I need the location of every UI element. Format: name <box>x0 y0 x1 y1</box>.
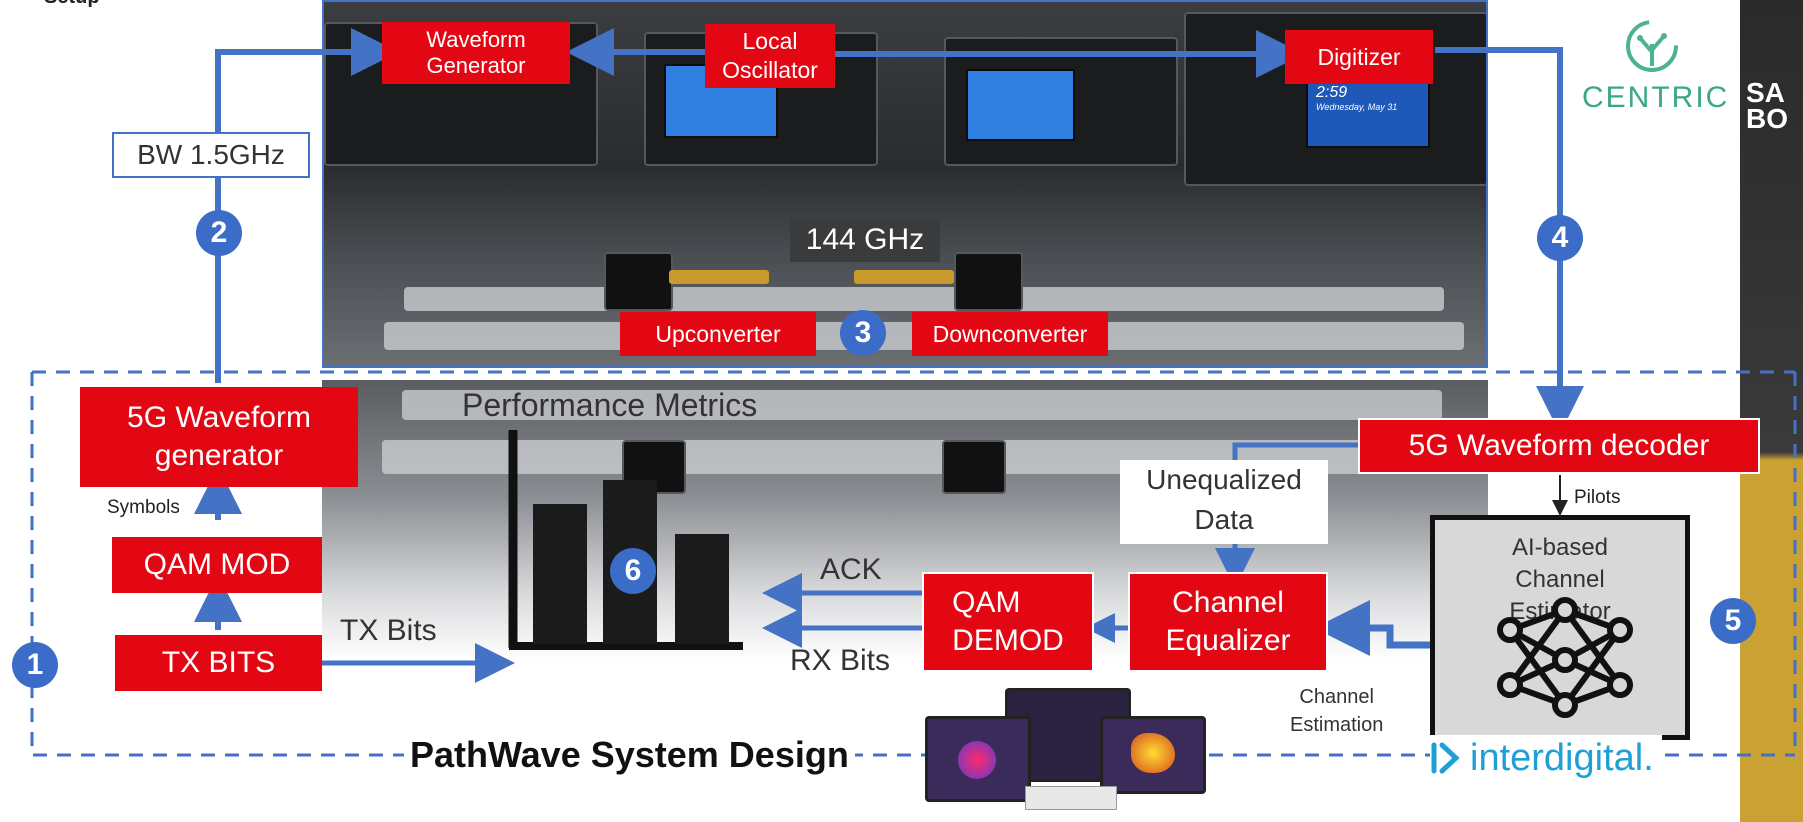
upconverter-label: Upconverter <box>620 312 816 356</box>
partner-logo-partial: SA BO <box>1740 0 1803 822</box>
interdigital-logo: interdigital. <box>1430 735 1662 781</box>
system-boundary <box>30 370 1795 757</box>
corner-title: Setup <box>44 0 100 9</box>
tx-bits-label: TX Bits <box>340 614 437 647</box>
digitizer-label: Digitizer <box>1285 30 1433 84</box>
pathwave-system-design-title: PathWave System Design <box>404 734 855 776</box>
qam-demod-box: QAM DEMOD <box>922 572 1094 672</box>
step-6-badge: 6 <box>610 548 656 594</box>
rx-bits-label: RX Bits <box>790 644 891 677</box>
downconverter-label: Downconverter <box>912 312 1108 356</box>
channel-equalizer-box: Channel Equalizer <box>1128 572 1328 672</box>
5g-waveform-generator-box: 5G Waveform generator <box>80 387 358 487</box>
frequency-label: 144 GHz <box>790 218 940 262</box>
digitizer-screen-date: Wednesday, May 31 <box>1316 102 1398 112</box>
performance-metrics-title: Performance Metrics <box>462 387 758 423</box>
qam-mod-box: QAM MOD <box>112 537 322 593</box>
unequalized-data-label: Unequalized Data <box>1120 460 1328 544</box>
interdigital-mark-icon <box>1431 742 1460 774</box>
centric-logo: CENTRIC <box>1582 16 1727 116</box>
upconverter-module <box>604 252 673 311</box>
centric-tree-icon <box>1626 20 1678 72</box>
step-3-badge: 3 <box>840 310 886 356</box>
ack-label: ACK <box>820 553 882 586</box>
performance-metrics-chart <box>508 430 743 650</box>
neural-network-icon <box>1497 597 1633 718</box>
step-1-badge: 1 <box>12 642 58 688</box>
metrics-bar-3 <box>675 534 729 644</box>
step-2-badge: 2 <box>196 210 242 256</box>
local-oscillator-label: Local Oscillator <box>705 24 835 88</box>
step-5-badge: 5 <box>1710 598 1756 644</box>
step-4-badge: 4 <box>1537 215 1583 261</box>
pathwave-software-preview <box>925 688 1206 818</box>
waveform-generator-label: Waveform Generator <box>382 22 570 84</box>
digitizer-screen-time: 2:59 <box>1316 84 1348 101</box>
tx-bits-box: TX BITS <box>115 635 322 691</box>
signal-generator-instrument <box>944 37 1178 166</box>
pilots-label: Pilots <box>1574 487 1621 508</box>
metrics-bar-1 <box>533 504 587 644</box>
5g-waveform-decoder-box: 5G Waveform decoder <box>1358 418 1760 474</box>
channel-estimation-label: Channel Estimation <box>1290 686 1384 736</box>
symbols-label: Symbols <box>107 497 180 518</box>
bandwidth-label: BW 1.5GHz <box>112 132 310 178</box>
ai-channel-estimator-box: AI-based Channel Estimator <box>1430 515 1690 740</box>
downconverter-module <box>954 252 1023 311</box>
